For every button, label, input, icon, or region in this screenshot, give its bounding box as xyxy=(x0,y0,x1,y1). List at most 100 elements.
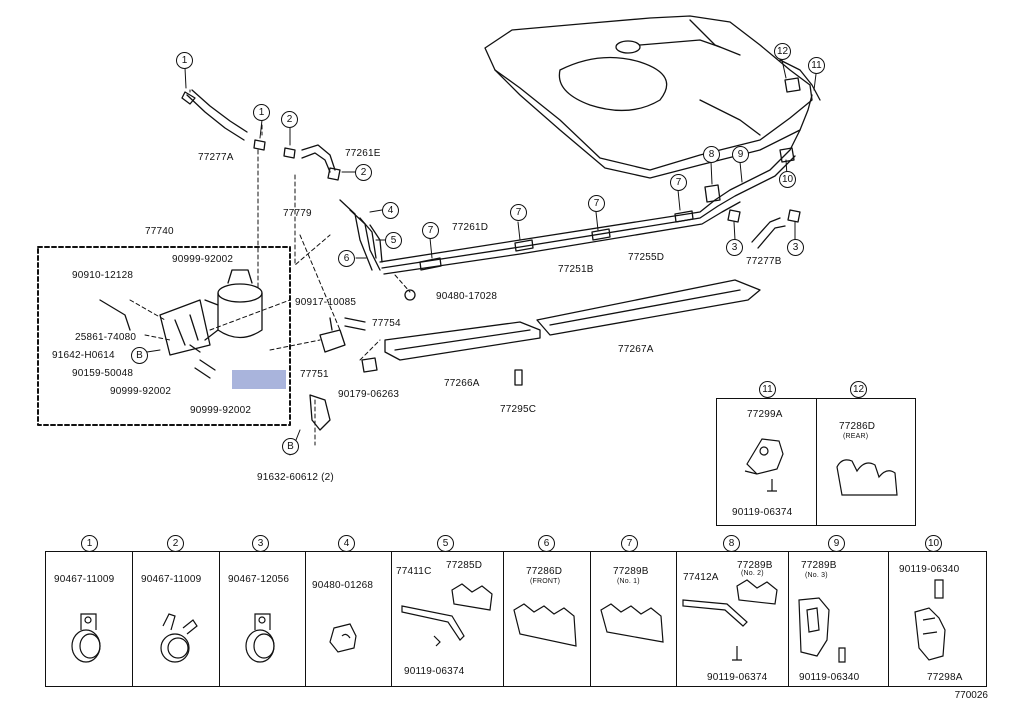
part-label-90179-06263: 90179-06263 xyxy=(338,389,400,400)
part-label-90910-12128: 90910-12128 xyxy=(72,270,134,281)
legend-part: 77412A xyxy=(683,572,719,583)
hose-77261e xyxy=(301,144,336,173)
legend-part: 90119-06374 xyxy=(707,672,768,683)
detail-callout-11: 11 xyxy=(759,381,776,398)
legend-callout-3: 3 xyxy=(252,535,269,552)
detail-drawing xyxy=(744,438,898,496)
detail-box: 11 12 77299A 90119-06374 77286D (REAR) xyxy=(716,381,916,526)
plug-77295c xyxy=(514,369,523,386)
clamp-icon xyxy=(600,603,664,643)
clamp-icon xyxy=(71,613,101,663)
detail-divider xyxy=(816,399,817,525)
part-label-77295c: 77295C xyxy=(500,404,537,415)
detail-callout-12: 12 xyxy=(850,381,867,398)
highlight-marker xyxy=(232,370,286,389)
legend-callout-6: 6 xyxy=(538,535,555,552)
detail-label-77299a: 77299A xyxy=(747,409,783,420)
legend-cell-6: 77286D (FRONT) xyxy=(504,552,591,686)
clip-90480 xyxy=(404,289,416,301)
diagram-reference-number: 770026 xyxy=(954,690,988,701)
legend-callout-9: 9 xyxy=(828,535,845,552)
part-label-91642-h0614: 91642-H0614 xyxy=(52,350,115,361)
clamp-icon xyxy=(914,579,946,661)
callout-b: B xyxy=(131,347,148,364)
part-label-90159-50048: 90159-50048 xyxy=(72,368,134,379)
part-label-77277b: 77277B xyxy=(746,256,782,267)
callout-10: 10 xyxy=(779,171,796,188)
callout-7: 7 xyxy=(422,222,439,239)
legend-part: (No. 3) xyxy=(805,572,828,579)
callout-3: 3 xyxy=(787,239,804,256)
callout-b: B xyxy=(282,438,299,455)
legend-part: (No. 1) xyxy=(617,578,640,585)
part-label-77255d: 77255D xyxy=(628,252,665,263)
callout-2: 2 xyxy=(355,164,372,181)
legend-cell-4: 90480-01268 xyxy=(306,552,392,686)
legend-part: 90467-11009 xyxy=(141,574,202,585)
part-label-77266a: 77266A xyxy=(444,378,480,389)
legend-cell-5: 77411C 77285D 90119-06374 xyxy=(392,552,504,686)
callout-6: 6 xyxy=(338,250,355,267)
clamp-icon xyxy=(513,603,577,647)
clamp-bracket-icon xyxy=(682,579,778,661)
hose-77754 xyxy=(344,317,366,331)
legend-part: 90467-12056 xyxy=(228,574,290,585)
legend-part: 90480-01268 xyxy=(312,580,374,591)
part-label-77267a: 77267A xyxy=(618,344,654,355)
fuel-tube-protector-77266a xyxy=(384,321,541,361)
part-label-77779: 77779 xyxy=(283,208,312,219)
callout-7: 7 xyxy=(510,204,527,221)
legend-part: 77289B xyxy=(737,560,773,571)
callout-5: 5 xyxy=(385,232,402,249)
legend-callout-2: 2 xyxy=(167,535,184,552)
part-label-77251b: 77251B xyxy=(558,264,594,275)
bracket-77751 xyxy=(309,394,331,431)
detail-label-rear: (REAR) xyxy=(843,433,869,440)
part-label-77751: 77751 xyxy=(300,369,329,380)
callout-3: 3 xyxy=(726,239,743,256)
detail-label-77286d: 77286D xyxy=(839,421,876,432)
legend-part: 90119-06374 xyxy=(404,666,465,677)
legend-part: 90467-11009 xyxy=(54,574,115,585)
part-label-77277a: 77277A xyxy=(198,152,234,163)
part-label-77740: 77740 xyxy=(145,226,174,237)
fuel-tank-illustration xyxy=(484,15,813,179)
part-label-90999-92002-left: 90999-92002 xyxy=(110,386,172,397)
clamp-icon xyxy=(160,613,198,663)
legend-part: 90119-06340 xyxy=(799,672,860,683)
fuel-lines xyxy=(339,59,821,275)
part-label-77261e: 77261E xyxy=(345,148,381,159)
part-label-90999-92002-top: 90999-92002 xyxy=(172,254,234,265)
part-label-90999-92002-bottom: 90999-92002 xyxy=(190,405,252,416)
legend-cell-1: 90467-11009 xyxy=(46,552,133,686)
part-label-90917-10085: 90917-10085 xyxy=(295,297,357,308)
legend-callout-8: 8 xyxy=(723,535,740,552)
charcoal-canister xyxy=(204,269,263,341)
legend-cell-7: 77289B (No. 1) xyxy=(591,552,677,686)
legend-part: 77411C xyxy=(396,566,432,577)
legend-callout-7: 7 xyxy=(621,535,638,552)
legend-part: 77285D xyxy=(446,560,483,571)
legend-callout-10: 10 xyxy=(925,535,942,552)
clamp-bracket-icon xyxy=(798,597,846,663)
legend-cell-9: 77289B (No. 3) 90119-06340 xyxy=(789,552,889,686)
hose-77277b xyxy=(751,217,786,249)
legend-part: 77289B xyxy=(613,566,649,577)
legend-part: (No. 2) xyxy=(741,570,764,577)
callout-1: 1 xyxy=(176,52,193,69)
vsv-valve xyxy=(319,317,346,353)
clamp-90179 xyxy=(361,357,378,373)
clamp-legend-table: 90467-11009 90467-11009 90467-12056 9048… xyxy=(45,551,987,687)
part-label-90480-17028: 90480-17028 xyxy=(436,291,498,302)
callout-4: 4 xyxy=(382,202,399,219)
part-label-77261d: 77261D xyxy=(452,222,489,233)
callout-7: 7 xyxy=(588,195,605,212)
legend-cell-8: 77412A 77289B (No. 2) 90119-06374 xyxy=(677,552,789,686)
legend-callout-4: 4 xyxy=(338,535,355,552)
clip-icon xyxy=(329,623,357,653)
callout-9: 9 xyxy=(732,146,749,163)
part-label-25861-74080: 25861-74080 xyxy=(75,332,137,343)
clamp-bracket-icon xyxy=(401,583,493,647)
callout-2: 2 xyxy=(281,111,298,128)
callout-7: 7 xyxy=(670,174,687,191)
